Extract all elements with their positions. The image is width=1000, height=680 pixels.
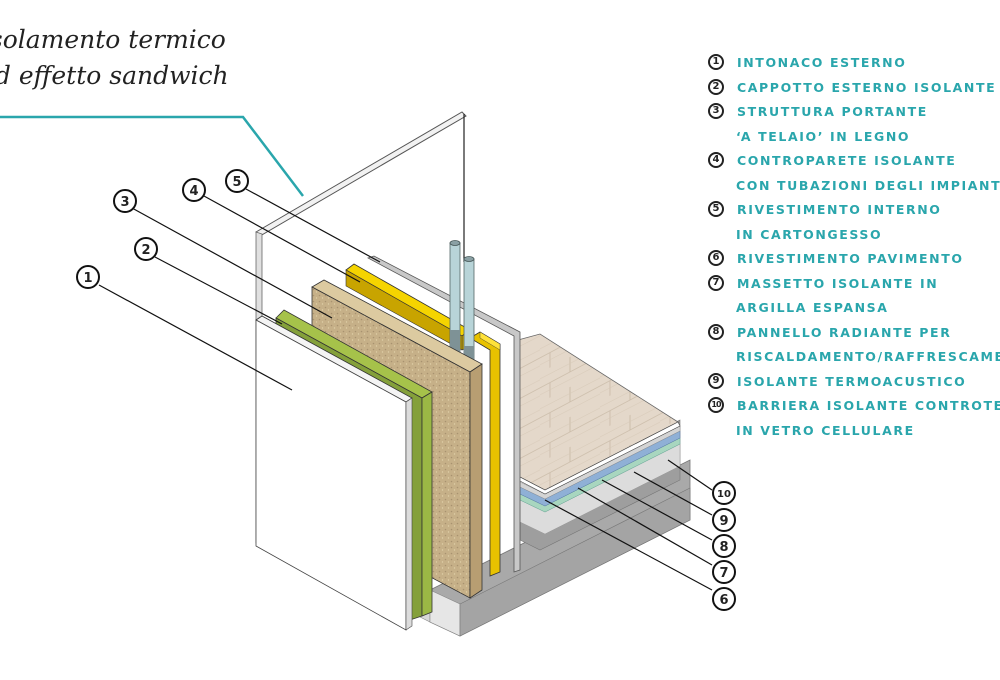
legend-label-continued: CON TUBAZIONI DEGLI IMPIANTI: [736, 177, 1000, 193]
legend-number-badge: 2: [708, 78, 724, 95]
legend-item-5-cont: IN CARTONGESSO: [708, 225, 1000, 250]
callout-6: 6: [712, 587, 736, 611]
legend-label-continued: RISCALDAMENTO/RAFFRESCAMENTO: [736, 349, 1000, 364]
legend-number-badge: 5: [708, 201, 724, 217]
svg-text:7: 7: [719, 566, 728, 581]
legend-number-badge: 6: [708, 250, 724, 266]
legend-number-badge: 9: [708, 372, 724, 389]
legend-label: MASSETTO ISOLANTE IN: [737, 275, 939, 291]
legend-label: PANNELLO RADIANTE PER: [737, 324, 952, 340]
legend: 1 INTONACO ESTERNO 2 CAPPOTTO ESTERNO IS…: [708, 53, 1000, 445]
legend-label: RIVESTIMENTO PAVIMENTO: [737, 251, 964, 266]
svg-text:5: 5: [232, 175, 241, 190]
legend-item-8: 8 PANNELLO RADIANTE PER: [708, 323, 1000, 348]
svg-text:6: 6: [719, 593, 728, 608]
svg-text:1: 1: [83, 271, 92, 286]
legend-label: STRUTTURA PORTANTE: [737, 104, 928, 119]
callout-4: 4: [182, 178, 206, 202]
svg-text:8: 8: [719, 540, 728, 555]
callout-5: 5: [225, 169, 249, 193]
svg-text:9: 9: [719, 514, 728, 529]
legend-item-9: 9 ISOLANTE TERMOACUSTICO: [708, 372, 1000, 397]
legend-item-10-cont: IN VETRO CELLULARE: [708, 421, 1000, 446]
legend-item-8-cont: RISCALDAMENTO/RAFFRESCAMENTO: [708, 347, 1000, 372]
callout-8: 8: [712, 534, 736, 558]
legend-number-badge: 4: [708, 152, 724, 168]
legend-label-continued: IN VETRO CELLULARE: [736, 422, 915, 438]
floor-stack: [517, 333, 681, 551]
callout-10: 10: [712, 481, 736, 505]
title-line-2: ad effetto sandwich: [0, 61, 229, 90]
plasterboard-layer: [366, 255, 521, 573]
legend-item-7-cont: ARGILLA ESPANSA: [708, 298, 1000, 323]
legend-label-continued: ARGILLA ESPANSA: [736, 300, 889, 315]
diagram-title: Isolamento termico ad effetto sandwich: [0, 22, 229, 94]
legend-item-1: 1 INTONACO ESTERNO: [708, 53, 1000, 78]
legend-item-5: 5 RIVESTIMENTO INTERNO: [708, 200, 1000, 225]
callout-7: 7: [712, 560, 736, 584]
callout-3: 3: [113, 189, 137, 213]
legend-label: BARRIERA ISOLANTE CONTROTERRA: [737, 398, 1000, 413]
title-line-1: Isolamento termico: [0, 25, 226, 54]
legend-number-badge: 10: [708, 397, 724, 413]
legend-number-badge: 1: [708, 54, 724, 70]
legend-number-badge: 7: [708, 274, 724, 291]
callout-2: 2: [134, 237, 158, 261]
callout-leaders: [98, 188, 713, 591]
legend-label: ISOLANTE TERMOACUSTICO: [737, 373, 967, 389]
legend-item-4-cont: CON TUBAZIONI DEGLI IMPIANTI: [708, 176, 1000, 201]
legend-number-badge: 3: [708, 103, 724, 119]
legend-label-continued: ‘A TELAIO’ IN LEGNO: [736, 128, 911, 144]
legend-item-6: 6 RIVESTIMENTO PAVIMENTO: [708, 249, 1000, 274]
legend-item-7: 7 MASSETTO ISOLANTE IN: [708, 274, 1000, 299]
legend-item-4: 4 CONTROPARETE ISOLANTE: [708, 151, 1000, 176]
legend-label: RIVESTIMENTO INTERNO: [737, 202, 942, 217]
title-leader-line: [0, 115, 304, 197]
legend-label: CAPPOTTO ESTERNO ISOLANTE: [737, 79, 997, 95]
svg-text:4: 4: [189, 184, 198, 199]
legend-label-continued: IN CARTONGESSO: [736, 226, 883, 242]
external-plaster-layer: [255, 315, 413, 631]
svg-text:3: 3: [120, 195, 129, 210]
legend-item-2: 2 CAPPOTTO ESTERNO ISOLANTE: [708, 78, 1000, 103]
callout-9: 9: [712, 508, 736, 532]
legend-label: CONTROPARETE ISOLANTE: [737, 153, 957, 168]
svg-text:10: 10: [717, 489, 731, 500]
legend-item-3: 3 STRUTTURA PORTANTE: [708, 102, 1000, 127]
legend-item-10: 10 BARRIERA ISOLANTE CONTROTERRA: [708, 396, 1000, 421]
callout-1: 1: [76, 265, 100, 289]
legend-number-badge: 8: [708, 323, 724, 340]
legend-label: INTONACO ESTERNO: [737, 55, 907, 70]
svg-text:2: 2: [141, 243, 150, 258]
legend-item-3-cont: ‘A TELAIO’ IN LEGNO: [708, 127, 1000, 152]
